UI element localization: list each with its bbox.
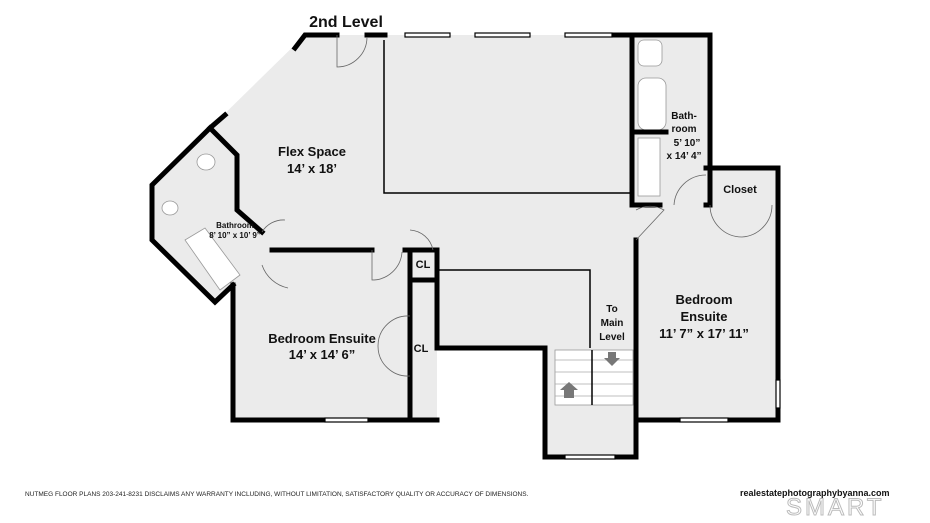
bedroom-right-size: 11’ 7” x 17’ 11” [659,326,749,341]
stairs-label-3: Level [599,332,625,343]
doors [261,35,773,377]
disclaimer: NUTMEG FLOOR PLANS 203-241-8231 DISCLAIM… [25,491,529,498]
floor-area [152,35,778,457]
bedroom-left-name: Bedroom Ensuite [268,331,376,346]
bathroom-right-size1: 5’ 10” [674,138,701,149]
cl-label-2: CL [414,343,429,355]
railings [383,40,632,348]
closet-label: Closet [723,184,757,196]
walls [149,32,781,460]
vanity-right [637,137,661,197]
arrow-up-icon [560,382,578,398]
toilet-right [637,39,663,67]
level-title: 2nd Level [309,14,383,31]
windows [324,32,781,460]
stairs-label-1: To [606,304,617,315]
flex-space-name: Flex Space [278,144,346,159]
bathtub-right [637,77,667,131]
flex-space-size: 14’ x 18’ [287,161,337,176]
smart-mls-logo: SMART [786,494,885,522]
bathroom-right-name2: room [672,124,697,135]
bathtub-left [184,227,241,291]
stairs-label-2: Main [601,318,624,329]
sink-left [161,200,179,216]
bathroom-right-name1: Bath- [671,111,697,122]
bathroom-right-size2: x 14’ 4” [666,151,701,162]
bedroom-right-name2: Ensuite [681,309,728,324]
bedroom-right-name1: Bedroom [675,292,732,307]
cl-label-1: CL [416,259,431,271]
arrow-down-icon [604,352,620,366]
toilet-left [196,153,216,171]
bedroom-left-size: 14’ x 14’ 6” [289,347,356,362]
bathroom-left-size: 8’ 10” x 10’ 9” [209,231,261,240]
website: realestatephotographybyanna.com [740,488,890,498]
bathroom-left-name: Bathroom [216,221,254,230]
